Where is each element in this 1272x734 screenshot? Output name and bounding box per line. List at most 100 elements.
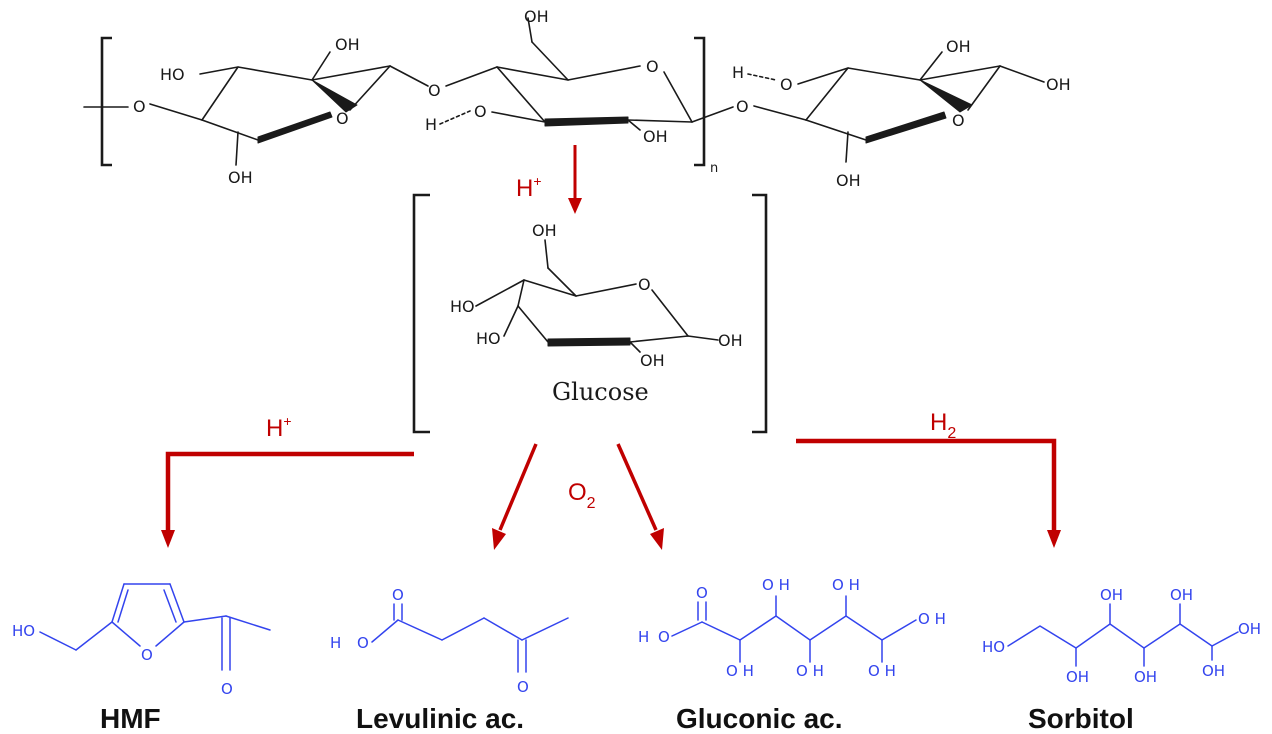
sor-oh6: OH [1202, 662, 1225, 680]
bond [521, 617, 569, 641]
product-name-levulinic: Levulinic ac. [356, 703, 524, 734]
o-ring-b: O [646, 57, 659, 76]
sorbitol-structure: HO OH OH OH OH OH OH [982, 586, 1261, 686]
o-b-left: O [474, 102, 487, 121]
oh-a: OH [335, 35, 360, 54]
product-name-gluconic: Gluconic ac. [676, 703, 843, 734]
bond [845, 131, 849, 163]
glucose-oh-right: OH [718, 331, 743, 350]
product-name-hmf: HMF [100, 703, 161, 734]
glu-oh2: O H [762, 576, 790, 594]
oh-b-top: OH [524, 7, 549, 26]
glucose-label: Glucose [552, 378, 649, 406]
glucose-intermediate: OH O HO HO OH OH Glucose [412, 193, 768, 434]
bond [155, 621, 185, 647]
bond [183, 615, 227, 623]
bond [544, 239, 549, 269]
glu-o-top: O [696, 584, 708, 602]
bond [39, 631, 77, 651]
bond [311, 51, 331, 81]
glu-oh6: O H [918, 610, 946, 628]
reagent-hydrolysis: H+ [516, 173, 542, 202]
hmf-ho: HO [12, 622, 35, 640]
ring-b-back [496, 65, 641, 81]
bond [371, 619, 399, 643]
gluconic-structure: H O O O H O H O H O H O H O H [638, 576, 946, 680]
glu-oh5: O H [868, 662, 896, 680]
ring-a-back [201, 65, 391, 121]
reagent-dehydration: H+ [266, 413, 292, 442]
bond [235, 131, 239, 166]
glucose-o-ring: O [638, 275, 651, 294]
bond [753, 105, 807, 121]
ring-c-wedge-right [919, 79, 973, 113]
bond [919, 51, 943, 81]
lev-o-top: O [392, 586, 404, 604]
bond [805, 119, 867, 141]
bond [627, 119, 641, 131]
glu-oh1: O H [726, 662, 754, 680]
cellulose-bracket-right [694, 36, 706, 167]
ring-a-front-wedge [257, 111, 333, 144]
bond [671, 621, 703, 637]
oh-c-right: OH [1046, 75, 1071, 94]
bond [445, 66, 498, 87]
hmf-o-keto: O [221, 680, 233, 698]
bond [201, 119, 259, 141]
bond [475, 279, 525, 307]
bond [663, 71, 693, 123]
cellulose-structure: n O O HO OH OH O O OH H O [83, 7, 1071, 190]
oh-b-bottom: OH [643, 127, 668, 146]
lev-h: H [330, 634, 341, 652]
ring-a-wedge-right [311, 79, 358, 113]
bond [149, 103, 203, 121]
glu-o-acid: O [658, 628, 670, 646]
bond [483, 617, 523, 641]
bond [491, 111, 546, 123]
bond [967, 65, 1001, 111]
glucose-ho1: HO [450, 297, 475, 316]
bond [547, 267, 577, 297]
bond [797, 67, 849, 85]
bond [389, 65, 429, 87]
sor-chain [1007, 623, 1239, 649]
hmf-structure: HO O O [12, 583, 271, 698]
h-c: H [732, 63, 744, 82]
bond [531, 41, 569, 81]
sor-oh1: OH [1066, 668, 1089, 686]
o-link-left: O [133, 97, 146, 116]
bond [527, 17, 533, 43]
lev-o-acid: O [357, 634, 369, 652]
ring-c-back [805, 65, 1001, 121]
bond [651, 289, 689, 337]
glucose-ho2: HO [476, 329, 501, 348]
bond [349, 65, 391, 111]
glu-oh4: O H [832, 576, 860, 594]
oh-c-bottom: OH [836, 171, 861, 190]
h-b: H [425, 115, 437, 134]
h-bond [747, 73, 777, 81]
o-link-ab: O [428, 81, 441, 100]
o-ring-c: O [952, 111, 965, 130]
bond [169, 583, 185, 623]
bond [397, 619, 443, 641]
oh-c-top: OH [946, 37, 971, 56]
reagent-oxidation: O2 [568, 479, 596, 512]
bond [999, 65, 1045, 83]
hydrolysis-arrow: H+ [516, 145, 582, 214]
hmf-o-ring: O [141, 646, 153, 664]
cellulose-bracket-left [100, 36, 112, 167]
sor-oh5: OH [1238, 620, 1261, 638]
bond [691, 106, 734, 123]
bond [629, 341, 641, 353]
glu-chain [701, 615, 917, 641]
ho-a: HO [160, 65, 185, 84]
sor-oh4: OH [1170, 586, 1193, 604]
reagent-hydrogenation: H2 [930, 409, 956, 442]
levulinic-structure: H O O O [330, 586, 569, 696]
o-link-bc: O [736, 97, 749, 116]
product-name-sorbitol: Sorbitol [1028, 703, 1134, 734]
bond [75, 621, 113, 651]
sor-oh3: OH [1134, 668, 1157, 686]
